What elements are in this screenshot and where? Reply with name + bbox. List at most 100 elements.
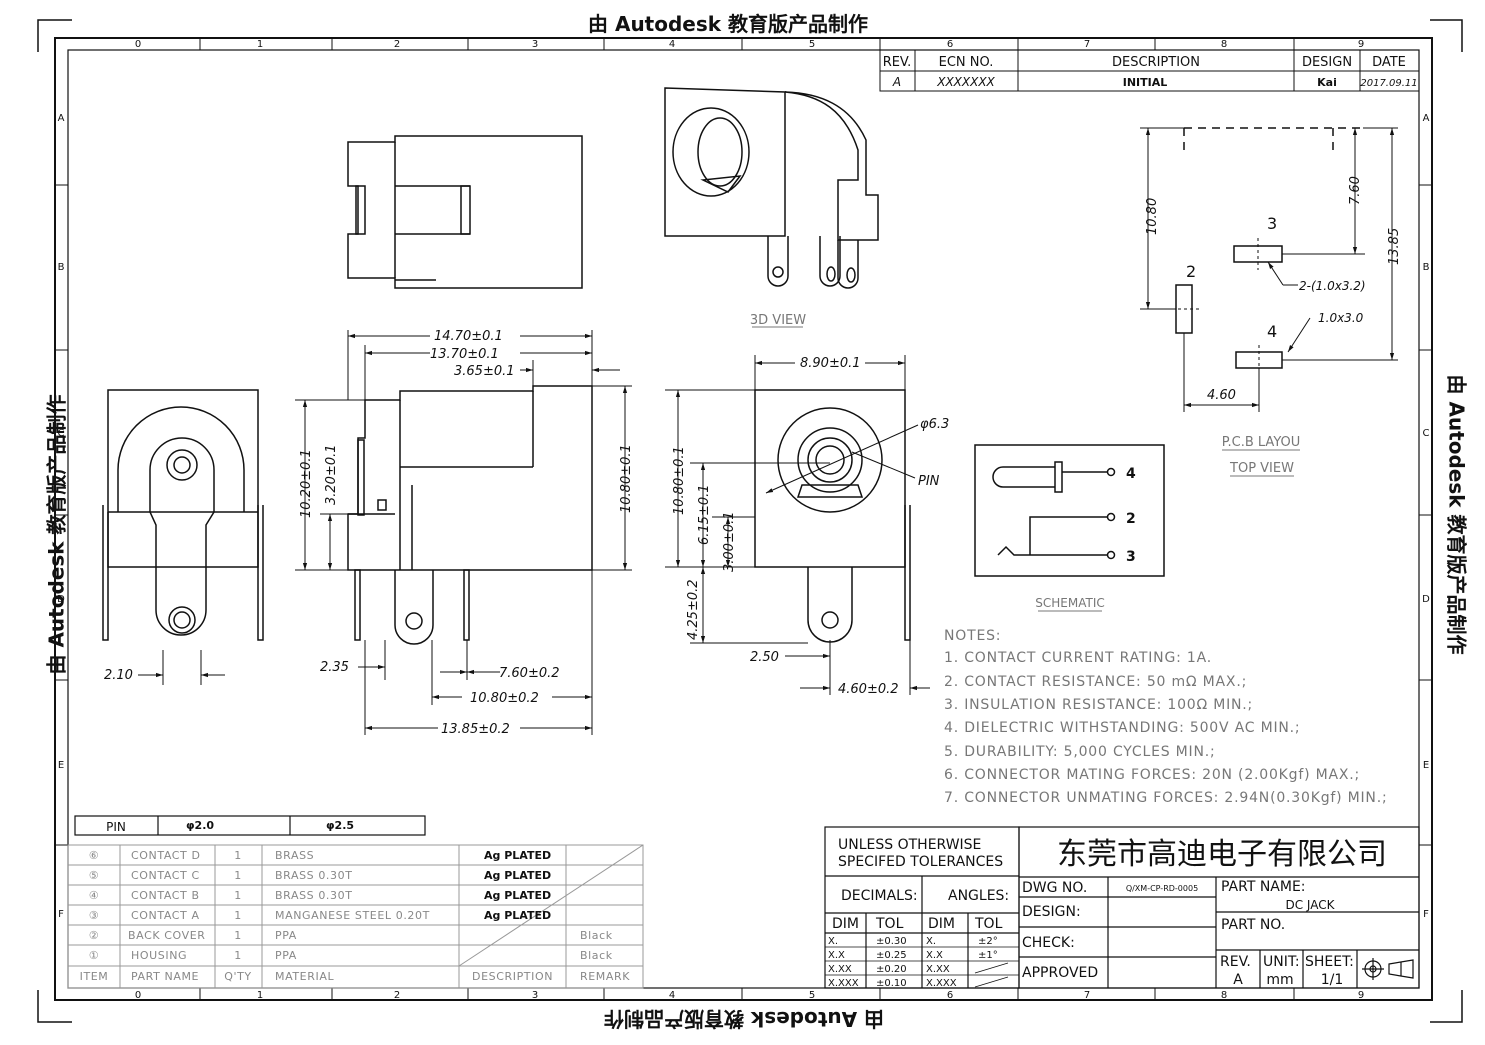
projection-symbol-icon — [1362, 958, 1414, 980]
bom-row-2-qty: 1 — [234, 869, 242, 882]
zone-col-6-bottom: 6 — [947, 990, 953, 1001]
bom-row-2-name: CONTACT C — [131, 869, 200, 882]
dwg-no-value: Q/XM-CP-RD-0005 — [1126, 884, 1198, 893]
pcb-dim-7-60: 7.60 — [1348, 176, 1363, 205]
zone-col-8-bottom: 8 — [1221, 990, 1227, 1001]
bom-row-6-material: PPA — [275, 949, 297, 962]
bom-header-description: DESCRIPTION — [472, 970, 553, 983]
bom-row-1-item: ⑥ — [89, 849, 99, 862]
description-header: DESCRIPTION — [1112, 55, 1200, 70]
bom-header-qty: Q'TY — [224, 970, 252, 983]
tol-ang-row-2-tol: ±1° — [978, 950, 998, 961]
title-block: 东莞市高迪电子有限公司 DWG NO. DESIGN: CHECK: APPRO… — [1018, 826, 1420, 989]
tol-dim-1: DIM — [832, 916, 859, 932]
zone-row-f: F — [58, 909, 64, 920]
pcb-layout-label: P.C.B LAYOU — [1222, 435, 1301, 450]
zone-col-4: 4 — [669, 39, 675, 50]
pcb-dim-4-60: 4.60 — [1207, 388, 1236, 403]
zone-row-b-right: B — [1423, 262, 1430, 273]
dim-3-20: 3.20±0.1 — [324, 444, 339, 505]
dim-4-25: 4.25±0.2 — [686, 579, 701, 640]
dim-4-60-front: 4.60±0.2 — [838, 682, 899, 697]
3d-view-drawing — [664, 87, 879, 289]
zone-col-2: 2 — [394, 39, 400, 50]
schematic-label: SCHEMATIC — [1035, 596, 1104, 610]
bom-row-1-desc: Ag PLATED — [484, 849, 551, 862]
note-4: 4. DIELECTRIC WITHSTANDING: 500V AC MIN.… — [944, 720, 1300, 736]
end-view-drawing — [102, 389, 264, 641]
zone-col-1-bottom: 1 — [257, 990, 263, 1001]
zone-col-3: 3 — [532, 39, 538, 50]
schematic-pin-4: 4 — [1126, 466, 1136, 482]
sheet-label: SHEET: — [1305, 954, 1354, 970]
tol-dec-row-1-tol: ±0.30 — [876, 936, 907, 947]
side-view-drawing — [347, 385, 593, 645]
note-6: 6. CONNECTOR MATING FORCES: 20N (2.00Kgf… — [944, 767, 1360, 783]
zone-col-2-bottom: 2 — [394, 990, 400, 1001]
dim-3-00: 3.00±0.1 — [722, 511, 737, 572]
design-header: DESIGN — [1302, 55, 1352, 70]
notes: NOTES: 1. CONTACT CURRENT RATING: 1A. 2.… — [944, 628, 1387, 806]
bom-row-1-name: CONTACT D — [131, 849, 201, 862]
note-7: 7. CONNECTOR UNMATING FORCES: 2.94N(0.30… — [944, 790, 1387, 806]
dim-10-80-side: 10.80±0.1 — [619, 444, 634, 513]
tol-ang-row-3-dim: X.XX — [926, 964, 950, 975]
rev-label: REV. — [1220, 954, 1251, 970]
bom-table: ⑥ CONTACT D 1 BRASS Ag PLATED ⑤ CONTACT … — [67, 844, 644, 989]
note-1: 1. CONTACT CURRENT RATING: 1A. — [944, 650, 1212, 666]
description-value: INITIAL — [1123, 76, 1168, 89]
dim-14-70: 14.70±0.1 — [434, 329, 503, 344]
zone-row-e-right: E — [1423, 760, 1429, 771]
tol-ang-row-1-tol: ±2° — [978, 936, 998, 947]
bom-row-6-item: ① — [89, 949, 99, 962]
tol-dec-row-1-dim: X. — [828, 936, 838, 947]
ecn-value: XXXXXXX — [936, 75, 995, 89]
dim-2-50: 2.50 — [750, 650, 779, 665]
bom-row-2-material: BRASS 0.30T — [275, 869, 353, 882]
tolerances-block: UNLESS OTHERWISE SPECIFED TOLERANCES DEC… — [824, 826, 1020, 989]
dim-2-35: 2.35 — [320, 660, 349, 675]
bom-row-4-qty: 1 — [234, 909, 242, 922]
rev-header: REV. — [883, 55, 912, 70]
top-view-drawing — [347, 135, 583, 289]
dim-2-10 — [138, 650, 225, 685]
zone-row-a: A — [58, 113, 65, 124]
tol-dec-row-2-tol: ±0.25 — [876, 950, 907, 961]
tol-ang-row-1-dim: X. — [926, 936, 936, 947]
bom-header-material: MATERIAL — [275, 970, 334, 983]
date-header: DATE — [1372, 55, 1406, 70]
approved-label: APPROVED — [1022, 965, 1098, 981]
dim-8-90: 8.90±0.1 — [800, 356, 861, 371]
check-label: CHECK: — [1022, 935, 1075, 951]
dim-13-85: 13.85±0.2 — [441, 722, 510, 737]
dim-10-80-bottom: 10.80±0.2 — [470, 691, 539, 706]
zone-col-0: 0 — [135, 39, 141, 50]
front-view-dimensions — [665, 355, 930, 695]
dim-3-65: 3.65±0.1 — [454, 364, 515, 379]
dim-10-20: 10.20±0.1 — [299, 449, 314, 518]
tol-tol-2: TOL — [974, 916, 1003, 932]
unit-label: UNIT: — [1263, 954, 1300, 970]
company-name: 东莞市高迪电子有限公司 — [1057, 837, 1387, 872]
bom-header-item: ITEM — [80, 970, 109, 983]
ecn-header: ECN NO. — [939, 55, 994, 70]
part-no-label: PART NO. — [1221, 917, 1285, 933]
pcb-dim-10-80: 10.80 — [1145, 198, 1160, 235]
schematic-pin-3: 3 — [1126, 549, 1136, 565]
pin-table-c2: φ2.5 — [326, 819, 354, 832]
pcb-pin-3-label: 3 — [1267, 214, 1277, 233]
zone-row-d-right: D — [1422, 594, 1430, 605]
zone-col-9-bottom: 9 — [1358, 990, 1364, 1001]
tol-decimals: DECIMALS: — [841, 888, 918, 904]
dim-13-70: 13.70±0.1 — [430, 347, 499, 362]
front-view-drawing — [754, 389, 911, 643]
design-value: Kai — [1317, 76, 1337, 89]
rev-value: A — [892, 75, 901, 89]
bom-row-1-material: BRASS — [275, 849, 314, 862]
pin-table-label: PIN — [106, 820, 126, 834]
zone-row-e: E — [58, 760, 64, 771]
zone-row-c-right: C — [1423, 428, 1430, 439]
bom-row-5-qty: 1 — [234, 929, 242, 942]
date-value: 2017.09.11 — [1360, 78, 1417, 89]
note-3: 3. INSULATION RESISTANCE: 100Ω MIN.; — [944, 697, 1253, 713]
